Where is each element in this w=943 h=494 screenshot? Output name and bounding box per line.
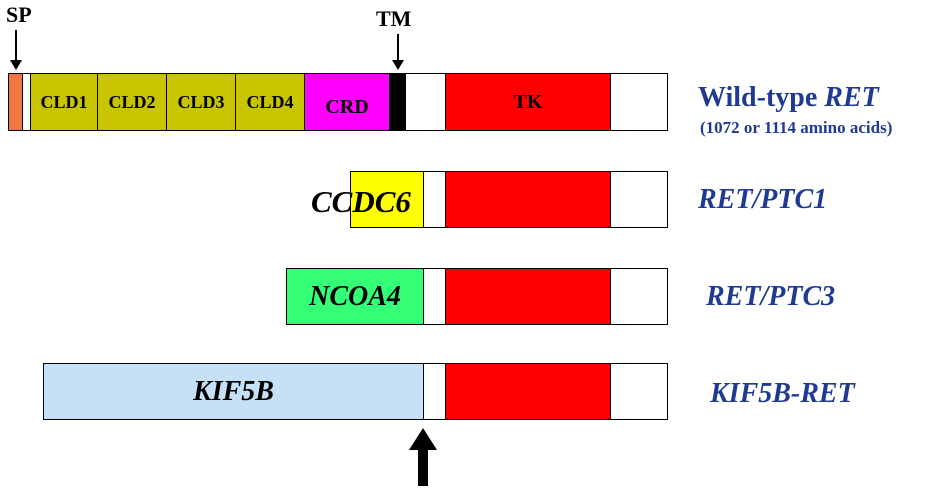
ret-ptc3-title: RET/PTC3 [706, 281, 836, 312]
ccdc6-label: CCDC6 [311, 184, 411, 219]
wild-type-title-prefix: Wild-type [698, 82, 825, 113]
ret-ptc1-tk [445, 171, 611, 228]
sp-arrow [15, 30, 17, 62]
cld4-domain: CLD4 [235, 73, 305, 131]
cld3-domain: CLD3 [166, 73, 236, 131]
ret-ptc3-tk [445, 268, 611, 325]
breakpoint-arrow-up-icon [409, 428, 437, 486]
kif5b-domain: KIF5B [43, 363, 424, 420]
wild-type-subtitle: (1072 or 1114 amino acids) [700, 118, 893, 137]
tm-arrow-head [392, 60, 404, 70]
kif5b-ret-title: KIF5B-RET [710, 378, 855, 409]
ccdc6-domain [350, 171, 424, 228]
tm-arrow [397, 34, 399, 62]
cld1-domain: CLD1 [30, 73, 98, 131]
sp-arrow-head [10, 60, 22, 70]
crd-domain: CRD [304, 73, 390, 131]
sp-domain [8, 73, 23, 131]
tk-domain: TK [445, 73, 611, 131]
tm-domain [390, 73, 406, 131]
kif5b-ret-tk [445, 363, 611, 420]
ncoa4-domain: NCOA4 [286, 268, 424, 325]
wild-type-title-gene: RET [824, 82, 879, 113]
wild-type-title: Wild-type RET [698, 82, 879, 114]
sp-label: SP [6, 2, 32, 27]
cld2-domain: CLD2 [97, 73, 167, 131]
ret-ptc1-title: RET/PTC1 [698, 184, 828, 215]
tm-label: TM [376, 6, 412, 31]
